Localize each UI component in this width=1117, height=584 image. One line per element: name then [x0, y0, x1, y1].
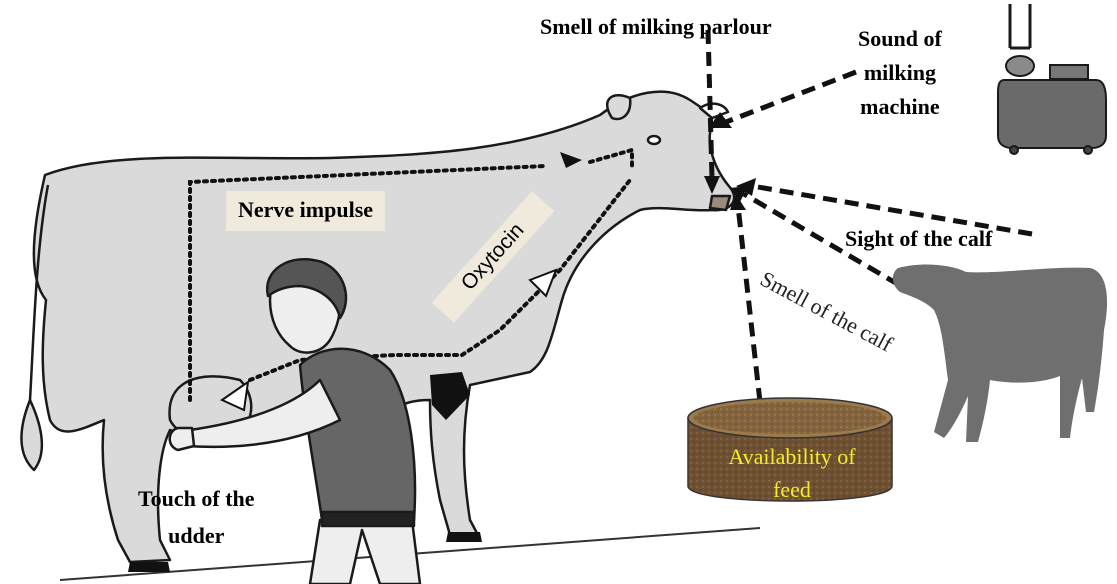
- label-feed-line1: Availability of: [728, 444, 856, 469]
- label-availability-of-feed: Availability of feed: [692, 440, 892, 506]
- label-nerve-impulse: Nerve impulse: [226, 191, 386, 231]
- label-touch-line2: udder: [168, 523, 225, 548]
- label-sight-of-calf: Sight of the calf: [845, 226, 993, 251]
- feed-tub: [687, 397, 893, 502]
- label-sound-line2: milking: [863, 60, 936, 85]
- label-sound-milking-machine: Sound of milking machine: [858, 22, 942, 124]
- oxytocin-arrowhead-2: [219, 379, 250, 412]
- oxytocin-arrowhead-1: [528, 268, 558, 298]
- sensory-arrowheads: [704, 112, 756, 210]
- milker-person: [168, 257, 422, 584]
- label-sound-line1: Sound of: [858, 26, 942, 51]
- milking-machine-icon: [997, 4, 1107, 155]
- nerve-arrowhead: [560, 152, 582, 168]
- sensory-arrows: [705, 29, 1033, 403]
- cow-illustration: [20, 90, 736, 572]
- label-feed-line2: feed: [773, 477, 811, 502]
- label-touch-of-udder: Touch of the udder: [138, 480, 255, 554]
- arrow-machine-sound: [725, 69, 857, 125]
- label-smell-milking-parlour: Smell of milking parlour: [540, 14, 772, 39]
- arrow-calf-smell: [742, 191, 920, 299]
- label-sound-line3: machine: [860, 94, 940, 119]
- arrow-feed: [735, 205, 763, 403]
- oxytocin-path: [460, 178, 632, 357]
- arrow-parlour-smell: [705, 29, 715, 179]
- arrow-calf-sight: [751, 183, 1033, 237]
- nerve-impulse-path: [188, 147, 634, 402]
- label-touch-line1: Touch of the: [138, 486, 255, 511]
- calf-silhouette: [892, 264, 1108, 442]
